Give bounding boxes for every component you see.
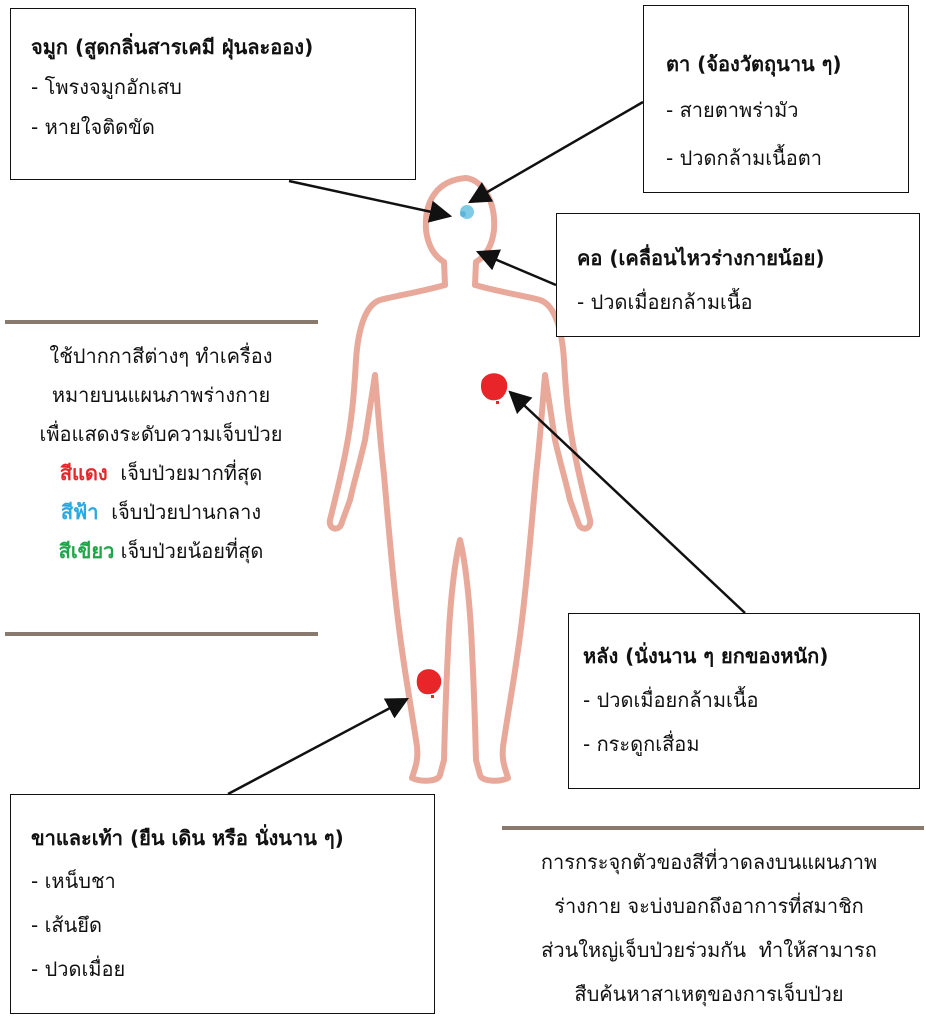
legs-item: - ปวดเมื่อย	[31, 947, 434, 991]
eyes-item: - สายตาพร่ามัว	[666, 86, 908, 134]
legend-level-green: สีเขียว เจ็บป่วยน้อยที่สุด	[0, 532, 322, 571]
arrow-legs	[228, 699, 407, 794]
eyes-title: ตา (จ้องวัตถุนาน ๆ)	[666, 42, 908, 86]
legend-level-blue: สีฟ้า เจ็บป่วยปานกลาง	[0, 493, 322, 532]
back-title: หลัง (นั่งนาน ๆ ยกของหนัก)	[583, 634, 919, 678]
arrow-neck	[478, 252, 556, 285]
red-mark-back	[481, 373, 507, 404]
legend-line: ใช้ปากกาสีต่างๆ ทำเครื่อง	[0, 337, 322, 376]
legend-top-rule	[5, 320, 318, 324]
legs-item: - เส้นยึด	[31, 903, 434, 947]
summary-line: ร่างกาย จะบ่งบอกถึงอาการที่สมาชิก	[492, 884, 926, 928]
nose-title: จมูก (สูดกลิ่นสารเคมี ฝุ่นละออง)	[31, 27, 415, 67]
summary-line: สืบค้นหาสาเหตุของการเจ็บป่วย	[492, 972, 926, 1016]
nose-item: - โพรงจมูกอักเสบ	[31, 67, 415, 107]
nose-item: - หายใจติดขัด	[31, 107, 415, 147]
eyes-item: - ปวดกล้ามเนื้อตา	[666, 134, 908, 182]
back-callout: หลัง (นั่งนาน ๆ ยกของหนัก) - ปวดเมื่อยกล…	[568, 613, 920, 789]
legs-title: ขาและเท้า (ยืน เดิน หรือ นั่งนาน ๆ)	[31, 817, 434, 859]
arrow-eyes	[470, 102, 643, 202]
legend-bottom-rule	[5, 632, 318, 636]
legend-level-red: สีแดง เจ็บป่วยมากที่สุด	[0, 454, 322, 493]
neck-callout: คอ (เคลื่อนไหวร่างกายน้อย) - ปวดเมื่อยกล…	[556, 213, 920, 337]
back-item: - กระดูกเสื่อม	[583, 722, 919, 766]
neck-title: คอ (เคลื่อนไหวร่างกายน้อย)	[577, 236, 919, 280]
red-mark-knee	[417, 669, 442, 698]
body-outline	[330, 178, 590, 781]
arrow-nose	[289, 181, 450, 216]
legs-item: - เหน็บชา	[31, 859, 434, 903]
legend-line: เพื่อแสดงระดับความเจ็บป่วย	[0, 415, 322, 454]
legend-line: หมายบนแผนภาพร่างกาย	[0, 376, 322, 415]
summary-line: การกระจุกตัวของสีที่วาดลงบนแผนภาพ	[492, 840, 926, 884]
nose-callout: จมูก (สูดกลิ่นสารเคมี ฝุ่นละออง) - โพรงจ…	[10, 8, 416, 180]
legend-block: ใช้ปากกาสีต่างๆ ทำเครื่อง หมายบนแผนภาพร่…	[0, 337, 322, 571]
summary-block: การกระจุกตัวของสีที่วาดลงบนแผนภาพ ร่างกา…	[492, 840, 926, 1016]
arrow-back	[510, 392, 745, 613]
legs-callout: ขาและเท้า (ยืน เดิน หรือ นั่งนาน ๆ) - เห…	[10, 794, 435, 1014]
summary-line: ส่วนใหญ่เจ็บป่วยร่วมกัน ทำให้สามารถ	[492, 928, 926, 972]
eyes-callout: ตา (จ้องวัตถุนาน ๆ) - สายตาพร่ามัว - ปวด…	[643, 5, 909, 193]
back-item: - ปวดเมื่อยกล้ามเนื้อ	[583, 678, 919, 722]
neck-item: - ปวดเมื่อยกล้ามเนื้อ	[577, 280, 919, 324]
blue-mark	[460, 205, 474, 219]
summary-top-rule	[502, 826, 924, 830]
